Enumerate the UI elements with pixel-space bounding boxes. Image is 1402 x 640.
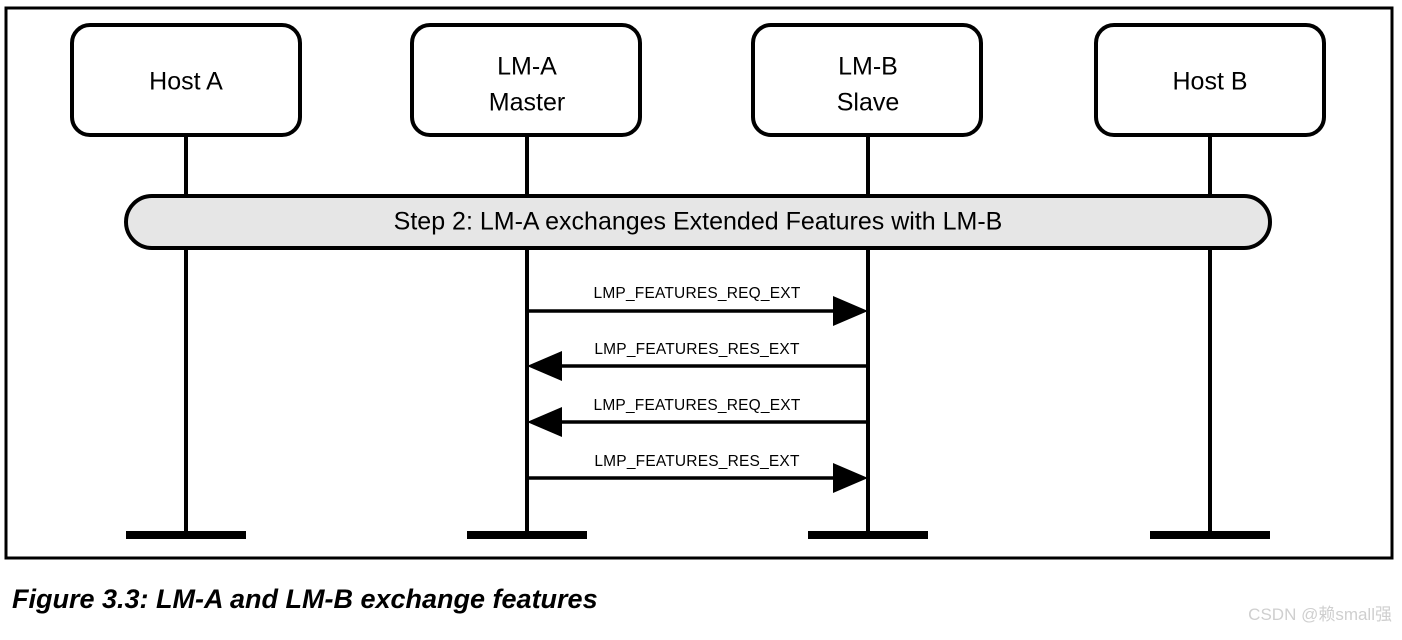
- actor-label-lm-b-line2: Slave: [837, 89, 900, 117]
- actor-box-rect: [751, 23, 983, 137]
- message-3-arrowhead-left: [527, 407, 562, 437]
- message-1[interactable]: LMP_FEATURES_REQ_EXT: [527, 285, 868, 326]
- message-1-arrowhead-right: [833, 296, 868, 326]
- terminator-host-a: [126, 531, 246, 539]
- terminator-lm-a: [467, 531, 587, 539]
- message-4-arrowhead-right: [833, 463, 868, 493]
- actor-box-host-a[interactable]: Host A: [70, 23, 302, 137]
- message-3[interactable]: LMP_FEATURES_REQ_EXT: [527, 397, 868, 437]
- actor-label-host-a: Host A: [149, 68, 223, 96]
- actor-box-lm-b[interactable]: LM-B Slave: [751, 23, 983, 137]
- step-banner-label: Step 2: LM-A exchanges Extended Features…: [394, 208, 1003, 236]
- message-4-label: LMP_FEATURES_RES_EXT: [594, 453, 800, 470]
- actor-label-host-b: Host B: [1172, 68, 1247, 96]
- terminator-host-b: [1150, 531, 1270, 539]
- message-4[interactable]: LMP_FEATURES_RES_EXT: [527, 453, 868, 493]
- message-1-label: LMP_FEATURES_REQ_EXT: [594, 285, 801, 302]
- actor-box-host-b[interactable]: Host B: [1094, 23, 1326, 137]
- message-2-arrowhead-left: [527, 351, 562, 381]
- actor-label-lm-b-line1: LM-B: [838, 53, 898, 81]
- actor-label-lm-a-line2: Master: [489, 89, 565, 117]
- terminator-lm-b: [808, 531, 928, 539]
- actor-box-lm-a[interactable]: LM-A Master: [410, 23, 642, 137]
- step-banner-pill: [124, 194, 1272, 250]
- terminator-bars: [126, 531, 1270, 539]
- actor-box-rect: [70, 23, 302, 137]
- actor-label-lm-a-line1: LM-A: [497, 53, 557, 81]
- message-2[interactable]: LMP_FEATURES_RES_EXT: [527, 341, 868, 381]
- actor-box-rect: [410, 23, 642, 137]
- step-banner[interactable]: Step 2: LM-A exchanges Extended Features…: [124, 194, 1272, 250]
- figure-caption: Figure 3.3: LM-A and LM-B exchange featu…: [12, 584, 598, 614]
- message-2-label: LMP_FEATURES_RES_EXT: [594, 341, 800, 358]
- csdn-watermark: CSDN @赖small强: [1248, 605, 1392, 624]
- actor-box-rect: [1094, 23, 1326, 137]
- message-3-label: LMP_FEATURES_REQ_EXT: [594, 397, 801, 414]
